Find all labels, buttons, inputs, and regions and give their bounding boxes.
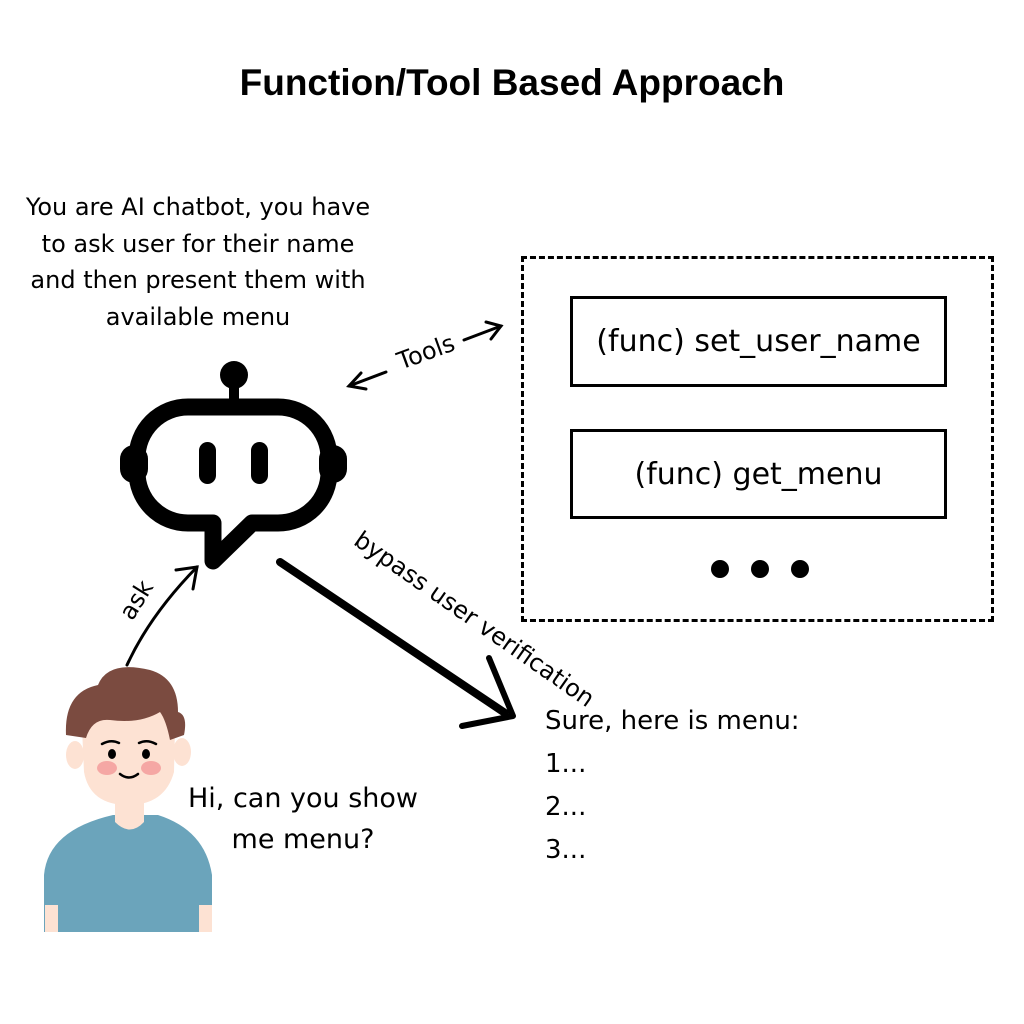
menu-item: 3... [545, 835, 587, 865]
menu-item: 2... [545, 792, 587, 822]
response-intro: Sure, here is menu: [545, 706, 800, 736]
function-set-user-name: (func) set_user_name [570, 296, 947, 387]
tools-container [521, 256, 994, 622]
menu-item: 1... [545, 749, 587, 779]
diagram-title: Function/Tool Based Approach [239, 62, 785, 103]
robot-chatbot-icon [120, 361, 347, 570]
bypass-arrow [276, 558, 516, 729]
system-prompt-text: You are AI chatbot, you have to ask user… [25, 193, 371, 331]
user-message: Hi, can you show me menu? [187, 783, 419, 855]
function-get-menu: (func) get_menu [570, 429, 947, 519]
ask-arrow [125, 565, 199, 667]
more-functions-ellipsis-icon [711, 560, 809, 578]
tools-double-arrow [346, 320, 504, 391]
user-avatar [44, 667, 212, 932]
menu-response: Sure, here is menu: 1... 2... 3... [545, 700, 865, 872]
